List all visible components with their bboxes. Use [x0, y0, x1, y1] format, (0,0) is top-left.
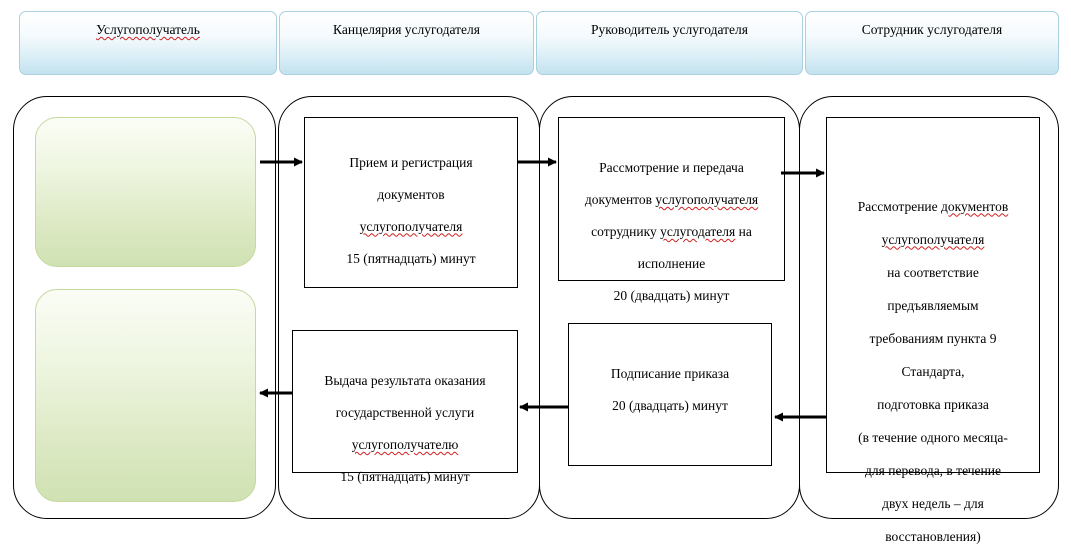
step-issuance: Выдача результата оказания государственн…	[292, 330, 518, 484]
step-review-transfer: Рассмотрение и передача документов услуг…	[558, 117, 785, 303]
step-text: Подписание приказа	[610, 366, 730, 381]
step-text: подготовка приказа	[877, 396, 989, 412]
step-text: Рассмотрение	[857, 198, 942, 214]
header-employee: Сотрудник услугодателя	[805, 11, 1059, 75]
step-text: услугополучателю	[351, 437, 459, 452]
step-text: для перевода, в течение	[865, 462, 1001, 478]
step-reception: Прием и регистрация документов услугопол…	[304, 117, 518, 288]
header-label: Канцелярия услугодателя	[333, 22, 480, 37]
step-text: услугополучателя	[359, 218, 463, 234]
header-label: Сотрудник услугодателя	[861, 22, 1003, 37]
header-label: Руководитель услугодателя	[591, 22, 748, 37]
header-service-recipient: Услугополучатель	[19, 11, 277, 75]
step-text: государственной услуги	[335, 405, 475, 420]
step-text: требованиям пункта 9	[869, 330, 997, 346]
step-text: (в течение одного месяца-	[858, 429, 1008, 445]
step-text: документов	[941, 198, 1009, 214]
step-signing: Подписание приказа 20 (двадцать) минут	[568, 323, 772, 466]
step-text: услугодателя	[660, 224, 736, 239]
step-text: документов	[377, 186, 445, 202]
step-text: предъявляемым	[887, 297, 979, 313]
step-text: Стандарта,	[901, 363, 965, 379]
start-terminal	[35, 117, 256, 267]
step-duration: 20 (двадцать) минут	[612, 398, 728, 413]
step-text: Выдача результата оказания	[324, 373, 486, 388]
step-text: услугополучателя	[655, 192, 759, 207]
step-text: исполнение	[637, 256, 706, 271]
step-text: документов	[584, 192, 656, 207]
step-text: на соответствие	[887, 264, 979, 280]
step-duration: 15 (пятнадцать) минут	[346, 250, 476, 266]
step-text: сотруднику	[591, 224, 661, 239]
step-employee-review: Рассмотрение документов услугополучателя…	[826, 117, 1040, 544]
step-text: двух недель – для	[882, 495, 984, 511]
step-text: услугополучателя	[881, 231, 985, 247]
step-text: Рассмотрение и передача	[599, 160, 744, 175]
header-manager: Руководитель услугодателя	[536, 11, 803, 75]
step-text: на	[735, 224, 752, 239]
header-label: Услугополучатель	[96, 22, 200, 37]
header-office: Канцелярия услугодателя	[279, 11, 534, 75]
step-duration: 20 (двадцать) минут	[613, 288, 730, 303]
end-terminal	[35, 289, 256, 502]
step-duration: 15 (пятнадцать) минут	[340, 469, 470, 484]
step-text: Прием и регистрация	[349, 154, 473, 170]
